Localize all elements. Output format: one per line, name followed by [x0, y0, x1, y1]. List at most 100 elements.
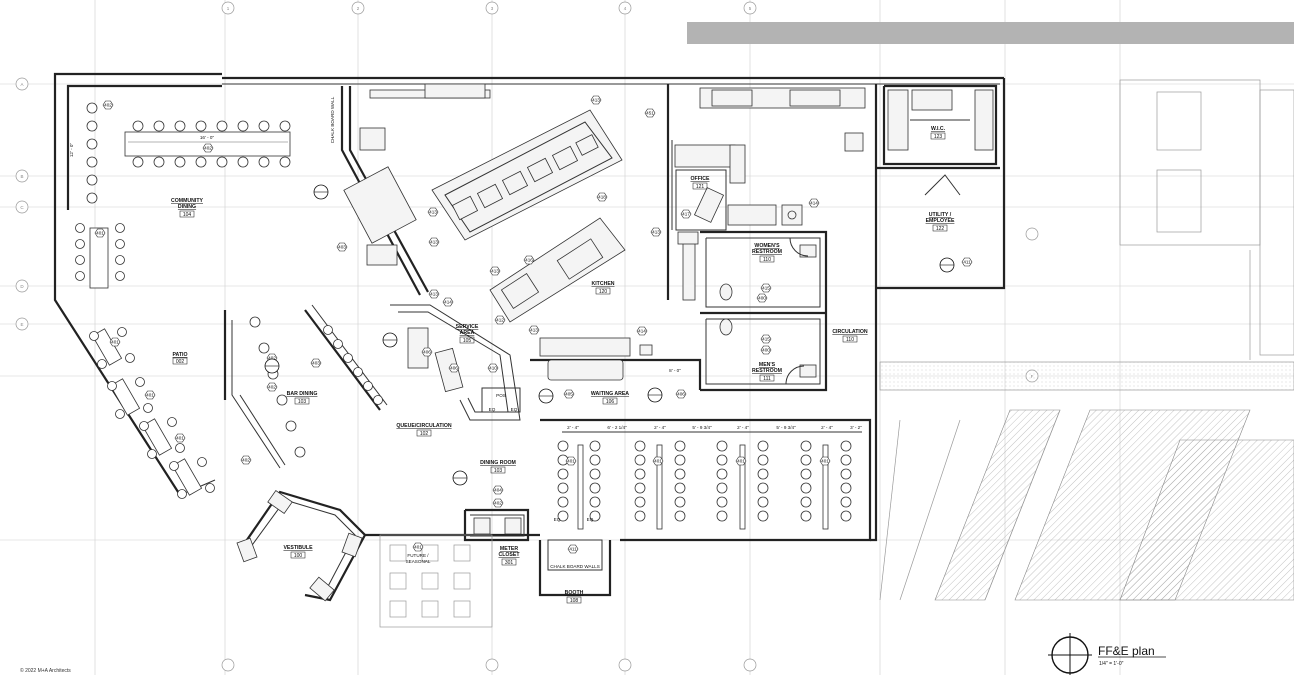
booth-seat	[674, 510, 686, 522]
booth-seat	[634, 510, 646, 522]
callout-tag: 400	[756, 293, 768, 303]
patio-table	[89, 227, 109, 289]
booth-table	[577, 444, 584, 530]
room-number-womens: 110	[763, 257, 771, 263]
callout-tag: 411	[961, 257, 973, 267]
chair	[169, 461, 179, 471]
chair	[167, 417, 177, 427]
booth-table	[739, 444, 746, 530]
callout-shape	[489, 266, 501, 276]
community-dining-furniture: 16' - 0" 12' - 0"	[69, 102, 291, 204]
note-eq-4: EQ	[587, 517, 594, 522]
callout-label: 413	[430, 240, 438, 245]
room-name-office: OFFICE	[690, 176, 710, 182]
callout-label: 402	[494, 501, 502, 506]
chair	[86, 156, 98, 168]
chair	[143, 403, 153, 413]
room-number-wic: 123	[934, 134, 943, 140]
booth-seat	[840, 440, 852, 452]
chair	[86, 174, 98, 186]
callout-label: 415	[762, 286, 770, 291]
callout-tag: 401	[109, 337, 121, 347]
callout-tag: 402	[202, 143, 214, 153]
patio-table	[141, 418, 173, 456]
booth-seat	[716, 440, 728, 452]
room-name-bar-dining: BAR DINING	[287, 391, 318, 397]
room-number-office: 121	[696, 184, 705, 190]
callout-label: 406	[423, 350, 431, 355]
room-number-community-dining: 104	[183, 212, 192, 218]
callout-shape	[94, 228, 106, 238]
note-eq-2: EQ	[511, 407, 518, 412]
bar-dining-furniture	[249, 316, 383, 458]
chair	[153, 156, 165, 168]
callout-tag: 415	[760, 283, 772, 293]
callout-shape	[565, 456, 577, 466]
room-name-vestibule: VESTIBULE	[283, 545, 313, 551]
chair	[115, 223, 125, 233]
booth-seat	[634, 454, 646, 466]
room-number-kitchen: 120	[599, 289, 608, 295]
callout-label: 400	[762, 348, 770, 353]
booth-seat	[757, 482, 769, 494]
callout-tag: 412	[494, 315, 506, 325]
callout-label: 406	[677, 392, 685, 397]
room-number-service-area: 105	[463, 338, 472, 344]
callout-shape	[563, 389, 575, 399]
callout-tag: 413	[528, 325, 540, 335]
booth-seat	[589, 468, 601, 480]
note-eq-1: EQ	[489, 407, 496, 412]
booth-seat	[589, 482, 601, 494]
callout-shape	[487, 363, 499, 373]
restroom-fixtures	[719, 237, 817, 385]
booth-seat	[634, 440, 646, 452]
chair	[97, 359, 107, 369]
callout-label: 400	[758, 296, 766, 301]
callout-shape	[596, 192, 608, 202]
callout-shape	[644, 108, 656, 118]
callout-label: 451	[646, 111, 654, 116]
chair	[258, 120, 270, 132]
callout-label: 402	[268, 356, 276, 361]
callout-label: 414	[638, 329, 646, 334]
title-block: FF&E plan 1/4" = 1'-0"	[1048, 633, 1166, 675]
patio-furniture	[75, 223, 215, 499]
grid-bubble-top-3: 3	[491, 6, 494, 11]
callout-tag: 413	[489, 266, 501, 276]
dim-dining-1: 2' - 4"	[567, 425, 579, 430]
callout-tag: 415	[760, 334, 772, 344]
callout-tag: 414	[442, 297, 454, 307]
callout-shape	[428, 237, 440, 247]
callout-shape	[336, 242, 348, 252]
callout-shape	[492, 485, 504, 495]
booth-seat	[840, 468, 852, 480]
booth-seat	[589, 510, 601, 522]
chair	[115, 239, 125, 249]
future-table	[453, 572, 471, 590]
future-table	[389, 572, 407, 590]
bar-stool	[373, 395, 383, 405]
grid-bubble-top-1: 1	[227, 6, 230, 11]
callout-shape	[528, 325, 540, 335]
bar-stool	[294, 446, 306, 458]
room-number-bar-dining: 103	[298, 399, 307, 405]
dim-community-side: 12' - 0"	[69, 143, 74, 158]
callout-label: 403	[312, 361, 320, 366]
booth-table	[656, 444, 663, 530]
callout-label: 401	[821, 459, 829, 464]
callout-shape	[961, 257, 973, 267]
room-name-booth: BOOTH	[565, 590, 584, 596]
callout-label: 411	[569, 547, 577, 552]
callout-tag: 413	[590, 95, 602, 105]
dining-dimensions: 2' - 4" 6' - 2 1/4" 2' - 4" 5' - 9 3/4" …	[562, 425, 862, 433]
dim-dining-2: 6' - 2 1/4"	[607, 425, 627, 430]
callout-label: 412	[496, 318, 504, 323]
booth-meter-furniture	[473, 517, 603, 571]
chair	[115, 409, 125, 419]
callout-shape	[310, 358, 322, 368]
booth-seat	[589, 454, 601, 466]
callout-label: 417	[682, 212, 690, 217]
